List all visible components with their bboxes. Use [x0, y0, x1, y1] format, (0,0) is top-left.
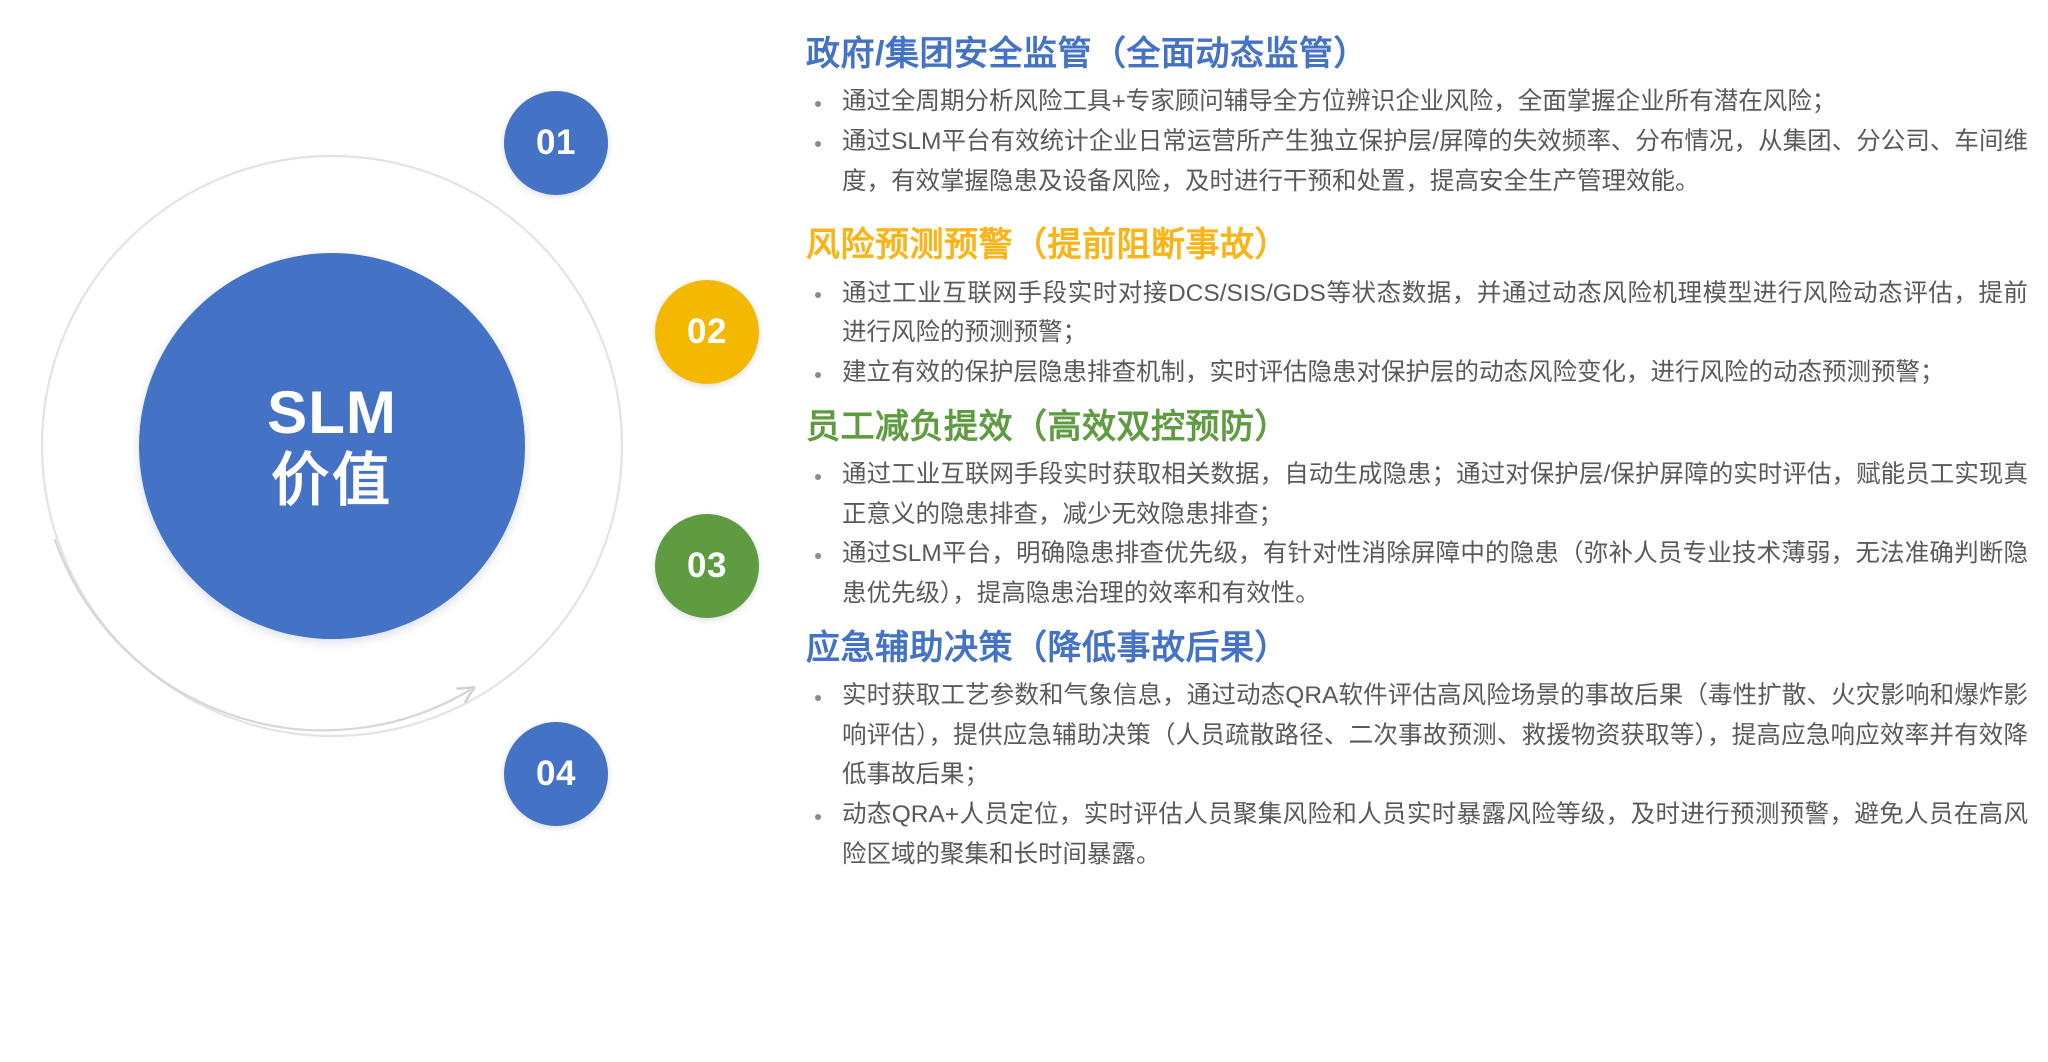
outer-ring-circle [40, 154, 624, 738]
bullet-text: 通过工业互联网手段实时对接DCS/SIS/GDS等状态数据，并通过动态风险机理模… [842, 279, 2028, 347]
bullet-text: 通过SLM平台，明确隐患排查优先级，有针对性消除屏障中的隐患（弥补人员专业技术薄… [842, 540, 2028, 607]
bullet-item: 建立有效的保护层隐患排查机制，实时评估隐患对保护层的动态风险变化，进行风险的动态… [806, 353, 2028, 393]
section-3-title: 员工减负提效（高效双控预防） [806, 407, 1289, 446]
bullet-item: 动态QRA+人员定位，实时评估人员聚集风险和人员实时暴露风险等级，及时进行预测预… [806, 795, 2028, 874]
bullet-dot-icon [815, 371, 821, 378]
hub-title-latin: SLM [267, 378, 397, 446]
section-1-title: 政府/集团安全监管（全面动态监管） [806, 35, 1368, 73]
hub-title-cjk: 价值 [270, 448, 393, 514]
section-3: 员工减负提效（高效双控预防） 通过工业互联网手段实时获取相关数据，自动生成隐患；… [806, 403, 2028, 614]
bullet-text: 动态QRA+人员定位，实时评估人员聚集风险和人员实时暴露风险等级，及时进行预测预… [842, 801, 2028, 868]
diagram-ring-arrow [40, 154, 624, 738]
bullet-dot-icon [815, 694, 821, 701]
bullet-item: 通过工业互联网手段实时获取相关数据，自动生成隐患；通过对保护层/保护屏障的实时评… [806, 455, 2028, 534]
bullet-item: 通过SLM平台有效统计企业日常运营所产生独立保护层/屏障的失效频率、分布情况，从… [806, 122, 2028, 201]
bullet-text: 通过全周期分析风险工具+专家顾问辅导全方位辨识企业风险，全面掌握企业所有潜在风险… [842, 88, 1837, 116]
section-4-bullets: 实时获取工艺参数和气象信息，通过动态QRA软件评估高风险场景的事故后果（毒性扩散… [806, 676, 2028, 874]
section-spacer [806, 395, 2028, 403]
bullet-dot-icon [815, 553, 821, 560]
section-4-title: 应急辅助决策（降低事故后果） [806, 628, 1289, 667]
bullet-dot-icon [815, 473, 821, 480]
progress-arrow [53, 538, 470, 732]
step-badge-01[interactable]: 01 [504, 91, 608, 195]
bullet-text: 通过工业互联网手段实时获取相关数据，自动生成隐患；通过对保护层/保护屏障的实时评… [842, 460, 2028, 528]
step-badge-02[interactable]: 02 [655, 280, 759, 384]
section-2-bullets: 通过工业互联网手段实时对接DCS/SIS/GDS等状态数据，并通过动态风险机理模… [806, 274, 2028, 393]
bullet-dot-icon [815, 813, 821, 820]
section-4: 应急辅助决策（降低事故后果） 实时获取工艺参数和气象信息，通过动态QRA软件评估… [806, 624, 2028, 875]
bullet-item: 通过SLM平台，明确隐患排查优先级，有针对性消除屏障中的隐患（弥补人员专业技术薄… [806, 534, 2028, 613]
section-spacer [806, 616, 2028, 624]
section-2-title: 风险预测预警（提前阻断事故） [806, 226, 1289, 265]
section-1-bullets: 通过全周期分析风险工具+专家顾问辅导全方位辨识企业风险，全面掌握企业所有潜在风险… [806, 82, 2028, 201]
bullet-dot-icon [815, 140, 821, 147]
bullet-text: 实时获取工艺参数和气象信息，通过动态QRA软件评估高风险场景的事故后果（毒性扩散… [842, 681, 2028, 789]
bullet-text: 通过SLM平台有效统计企业日常运营所产生独立保护层/屏障的失效频率、分布情况，从… [842, 127, 2028, 195]
bullet-dot-icon [815, 101, 821, 108]
bullet-text: 建立有效的保护层隐患排查机制，实时评估隐患对保护层的动态风险变化，进行风险的动态… [842, 358, 1945, 386]
section-1: 政府/集团安全监管（全面动态监管） 通过全周期分析风险工具+专家顾问辅导全方位辨… [806, 30, 2028, 201]
step-badge-04[interactable]: 04 [504, 722, 608, 826]
hub-slm-value: SLM 价值 [139, 253, 525, 639]
section-2: 风险预测预警（提前阻断事故） 通过工业互联网手段实时对接DCS/SIS/GDS等… [806, 221, 2028, 392]
content-column: 政府/集团安全监管（全面动态监管） 通过全周期分析风险工具+专家顾问辅导全方位辨… [806, 30, 2028, 876]
bullet-item: 通过全周期分析风险工具+专家顾问辅导全方位辨识企业风险，全面掌握企业所有潜在风险… [806, 82, 2028, 122]
step-badge-03[interactable]: 03 [655, 514, 759, 618]
section-spacer [806, 203, 2028, 221]
bullet-item: 通过工业互联网手段实时对接DCS/SIS/GDS等状态数据，并通过动态风险机理模… [806, 274, 2028, 353]
bullet-dot-icon [815, 292, 821, 299]
slm-value-diagram: SLM 价值 01 02 03 04 [0, 0, 800, 1062]
bullet-item: 实时获取工艺参数和气象信息，通过动态QRA软件评估高风险场景的事故后果（毒性扩散… [806, 676, 2028, 795]
section-3-bullets: 通过工业互联网手段实时获取相关数据，自动生成隐患；通过对保护层/保护屏障的实时评… [806, 455, 2028, 614]
